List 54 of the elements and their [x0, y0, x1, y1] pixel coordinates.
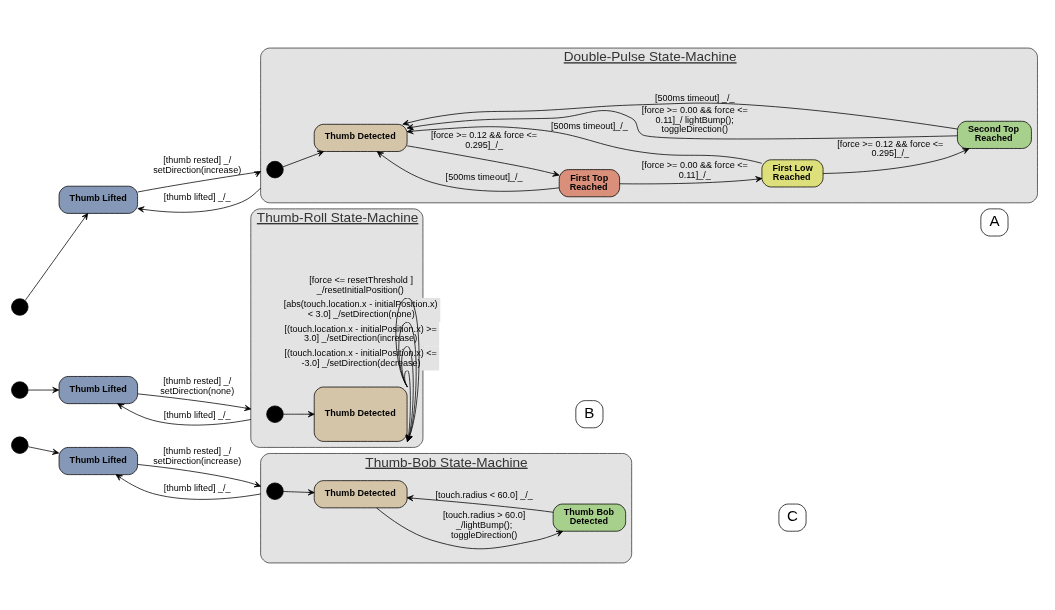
edge-label: [thumb rested] _/ setDirection(increase)	[153, 445, 242, 466]
arrow	[27, 386, 60, 393]
edge-label: [thumb rested] _/ setDirection(none)	[160, 375, 235, 396]
node-circle	[266, 482, 284, 500]
node-circle	[266, 405, 284, 423]
arrow	[137, 463, 261, 487]
node-circle	[11, 380, 29, 399]
edge-label: [force >= 0.00 && force <= 0.11]_/ lightBump(); toggleDirection()	[641, 104, 748, 134]
arrow	[283, 488, 315, 495]
edge-label: [500ms timeout]_/_	[445, 171, 523, 182]
arrow	[137, 187, 261, 213]
arrow	[406, 125, 763, 164]
arrow	[402, 102, 958, 129]
node-box: Thumb Lifted	[58, 446, 138, 475]
node-box: First Top Reached	[558, 168, 620, 197]
arrow	[822, 147, 970, 174]
node-box: First Low Reached	[761, 158, 824, 187]
arrow	[117, 402, 252, 425]
edge-label: [force >= 0.12 && force <= 0.295]_/_	[837, 138, 944, 158]
node-box: Thumb Lifted	[58, 375, 138, 404]
node-box: Thumb Detected	[313, 479, 408, 508]
arrow	[137, 392, 252, 411]
arrow	[283, 410, 315, 417]
node-box: Thumb Bob Detected	[552, 503, 626, 532]
arrow	[376, 507, 563, 549]
node-box: Second Top Reached	[957, 120, 1032, 149]
edge-label: [thumb lifted] _/_	[163, 409, 231, 420]
arrow	[27, 445, 60, 455]
edge-label: [touch.radius > 60.0] _/lightBump(); toggleDirection()	[442, 509, 526, 540]
edge-label: [touch.radius < 60.0] _/_	[435, 489, 533, 500]
edge-label: [force >= 0.00 && force <= 0.11]_/_	[641, 159, 748, 180]
node-box: Thumb Detected	[313, 123, 408, 152]
edge-label: [thumb lifted] _/_	[163, 191, 231, 201]
edge-label: [abs(touch.location.x - initialPosition.x) < 3.0] _/setDirection(none)	[283, 298, 438, 319]
edge-label: [thumb lifted] _/_	[163, 482, 231, 493]
node-box: Thumb Detected	[313, 386, 408, 442]
node-box: Thumb Lifted	[58, 185, 138, 214]
arrow	[376, 150, 560, 192]
edge-label: [thumb rested] _/ setDirection(increase)	[153, 154, 242, 175]
edge-label: [500ms timeout]_/_	[550, 120, 628, 131]
arrow	[406, 109, 958, 139]
edge-label: [force >= 0.12 && force <= 0.295]_/_	[431, 129, 538, 150]
arrow	[406, 494, 554, 513]
arrow	[406, 144, 560, 177]
edge-label: [500ms timeout] _/_	[655, 92, 735, 103]
node-circle	[266, 160, 284, 178]
node-circle	[11, 297, 29, 316]
arrow	[115, 473, 261, 500]
node-circle	[11, 436, 29, 454]
arrow	[137, 170, 261, 192]
arrow	[282, 150, 325, 167]
arrow	[24, 212, 89, 301]
arrow	[619, 175, 763, 184]
edge-label: [force <= resetThreshold ] _/resetInitialPosition()	[309, 274, 413, 295]
